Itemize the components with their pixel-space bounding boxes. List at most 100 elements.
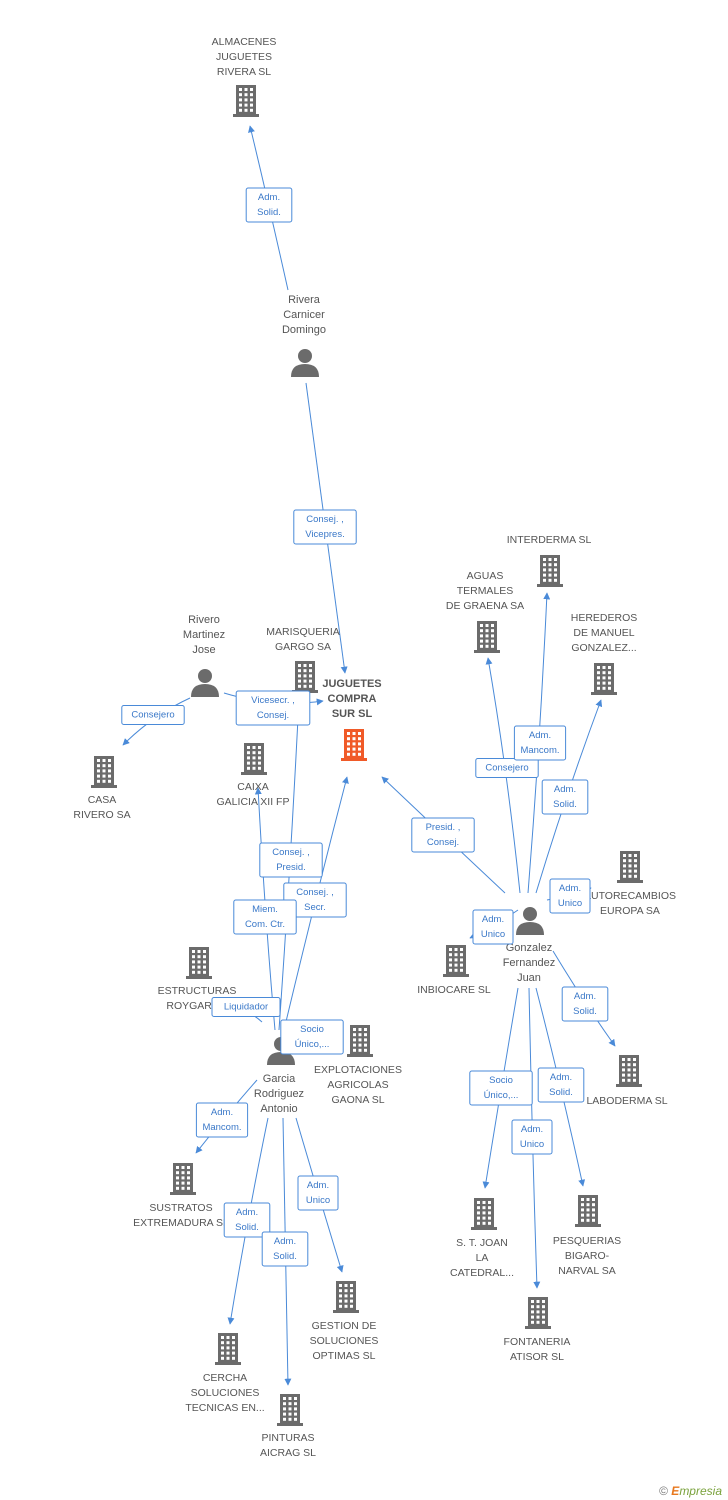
brand-logo-e: E bbox=[671, 1484, 680, 1498]
node-laboderma[interactable]: LABODERMA SL bbox=[586, 1055, 668, 1107]
building-icon bbox=[347, 1025, 373, 1057]
edge-label-garcia-to-estructuras[interactable]: Liquidador bbox=[211, 997, 281, 1017]
node-label-line: FONTANERIA bbox=[504, 1336, 571, 1348]
edge-label-gonzalez-to-juguetes[interactable]: Presid. ,Consej. bbox=[411, 817, 475, 853]
node-st_joan[interactable]: S. T. JOANLACATEDRAL... bbox=[450, 1198, 514, 1279]
edge-label-gonzalez-to-interderma[interactable]: Adm. Mancom. bbox=[513, 725, 567, 761]
edge-label-garcia-to-caixa[interactable]: Miem.Com. Ctr. bbox=[233, 899, 297, 935]
edge-label-text: Solid. bbox=[573, 1006, 597, 1017]
edge-label-gonzalez-to-laboderma[interactable]: Adm. Solid. bbox=[561, 986, 609, 1022]
edge-label-box bbox=[233, 899, 297, 935]
node-label-line: Carnicer bbox=[283, 309, 325, 321]
node-label-line: AGRICOLAS bbox=[327, 1079, 388, 1091]
node-inbiocare[interactable]: INBIOCARE SL bbox=[417, 945, 491, 996]
edge-label-text: Adm. bbox=[559, 883, 581, 894]
building-icon bbox=[91, 756, 117, 788]
node-label-line: GESTION DE bbox=[312, 1320, 377, 1332]
brand-logo[interactable]: Empresia bbox=[671, 1484, 722, 1498]
edge-label-box bbox=[475, 758, 539, 778]
edge-label-gonzalez-to-pesquerias[interactable]: Adm. Solid. bbox=[537, 1067, 585, 1103]
node-label-line: Juan bbox=[517, 972, 541, 984]
edge-label-box bbox=[541, 779, 589, 815]
edge-label-garcia-to-marisqueria[interactable]: Consej. ,Presid. bbox=[259, 842, 323, 878]
node-interderma[interactable]: INTERDERMA SL bbox=[507, 534, 592, 587]
edge-label-text: Adm. bbox=[211, 1107, 233, 1118]
node-label-line: Antonio bbox=[260, 1103, 297, 1115]
building-icon bbox=[575, 1195, 601, 1227]
edge-label-rivero_martinez-to-juguetes[interactable]: Vicesecr. ,Consej. bbox=[235, 690, 311, 726]
edge-label-gonzalez-to-aguas[interactable]: Consejero bbox=[475, 758, 539, 778]
edge-label-box bbox=[472, 909, 514, 945]
edge-label-text: Adm. bbox=[236, 1207, 258, 1218]
node-label-line: AICRAG SL bbox=[260, 1447, 316, 1459]
node-label-line: S. T. JOAN bbox=[456, 1237, 508, 1249]
building-icon bbox=[617, 851, 643, 883]
node-label-line: CERCHA bbox=[203, 1372, 247, 1384]
edge-label-text: Unico bbox=[481, 929, 505, 940]
edge-label-box bbox=[121, 705, 185, 725]
edge-label-text: Liquidador bbox=[224, 1002, 268, 1013]
edge-label-garcia-to-pinturas[interactable]: Adm.Solid. bbox=[261, 1231, 309, 1267]
edge-label-text: Com. Ctr. bbox=[245, 919, 285, 930]
node-label-line: ESTRUCTURAS bbox=[158, 985, 237, 997]
edge-label-garcia-to-cercha[interactable]: Adm.Solid. bbox=[223, 1202, 271, 1238]
edge-label-gonzalez-to-inbiocare[interactable]: Adm.Unico bbox=[472, 909, 514, 945]
edge-label-text: Vicepres. bbox=[305, 529, 344, 540]
edge-label-gonzalez-to-fontaneria[interactable]: Adm.Unico bbox=[511, 1119, 553, 1155]
node-label-line: Jose bbox=[192, 644, 215, 656]
edge-label-text: Consej. bbox=[427, 837, 459, 848]
edge-label-gonzalez-to-st_joan[interactable]: SocioÚnico,... bbox=[469, 1070, 533, 1106]
edge-label-box bbox=[245, 187, 293, 223]
person-icon bbox=[291, 349, 319, 377]
node-label-line: COMPRA bbox=[328, 693, 377, 705]
node-label-line: MARISQUERIA bbox=[266, 626, 340, 638]
edge-label-garcia-to-explotaciones[interactable]: SocioÚnico,... bbox=[280, 1019, 344, 1055]
edge-label-garcia-to-gestion[interactable]: Adm.Unico bbox=[297, 1175, 339, 1211]
edge-label-text: Adm. bbox=[529, 730, 551, 741]
node-label-line: Garcia bbox=[263, 1073, 296, 1085]
edge-label-gonzalez-to-autorecambios[interactable]: Adm.Unico bbox=[549, 878, 591, 914]
edge-label-garcia-to-sustratos[interactable]: Adm.Mancom. bbox=[195, 1102, 249, 1138]
edge-label-rivera_carnicer-to-juguetes[interactable]: Consej. ,Vicepres. bbox=[293, 509, 357, 545]
node-label-line: GONZALEZ... bbox=[571, 642, 636, 654]
edge-label-rivera_carnicer-to-almacenes[interactable]: Adm.Solid. bbox=[245, 187, 293, 223]
edge-label-text: Solid. bbox=[549, 1087, 573, 1098]
node-label-line: LA bbox=[476, 1252, 489, 1264]
edge-label-text: Adm. bbox=[550, 1072, 572, 1083]
node-label-line: RIVERA SL bbox=[217, 66, 271, 78]
building-icon bbox=[525, 1297, 551, 1329]
edge-label-gonzalez-to-herederos[interactable]: Adm.Solid. bbox=[541, 779, 589, 815]
node-label-line: NARVAL SA bbox=[558, 1265, 616, 1277]
edge-label-box bbox=[297, 1175, 339, 1211]
building-icon bbox=[474, 621, 500, 653]
building-icon bbox=[215, 1333, 241, 1365]
edge-label-text: Solid. bbox=[257, 207, 281, 218]
edge-label-text: Mancom. bbox=[520, 745, 559, 756]
edge-label-text: Adm. bbox=[574, 991, 596, 1002]
edge-label-text: Consej. , bbox=[296, 887, 334, 898]
building-icon bbox=[233, 85, 259, 117]
edge-label-box bbox=[223, 1202, 271, 1238]
edge-label-rivero_martinez-to-casa_rivero[interactable]: Consejero bbox=[121, 705, 185, 725]
